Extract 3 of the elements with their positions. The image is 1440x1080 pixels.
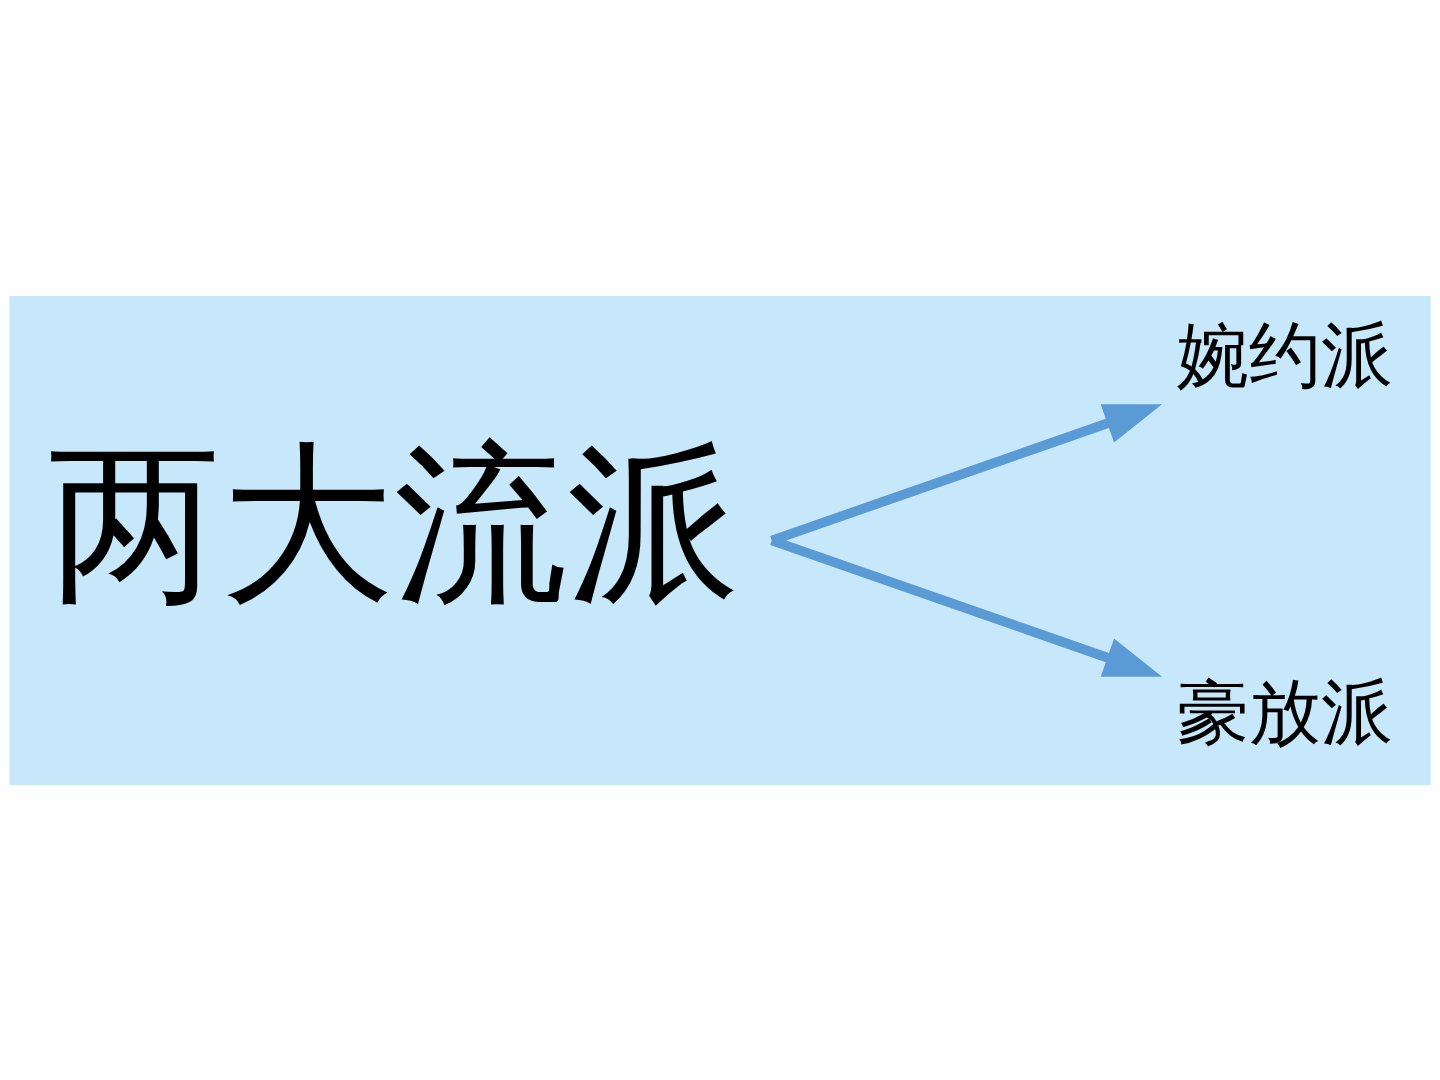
node-text: 两大流派	[47, 422, 740, 625]
node-text: 豪放派	[1176, 669, 1393, 754]
node-text: 婉约派	[1176, 312, 1393, 397]
